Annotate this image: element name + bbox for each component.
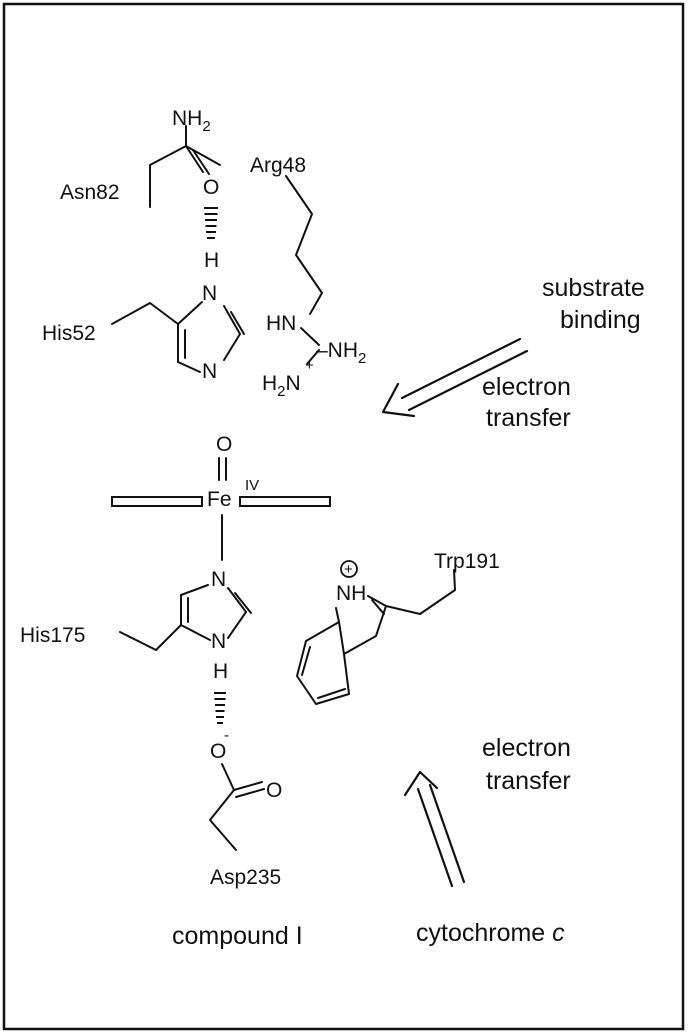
his175-n-bottom: N — [211, 630, 226, 653]
his52-label: His52 — [42, 322, 96, 345]
asn82-residue: Asn82 NH2 O — [60, 107, 221, 208]
arg48-residue: Arg48 HN –NH2 H2N + — [250, 154, 366, 400]
arg48-hn-label: HN — [266, 312, 296, 335]
his52-h-label: H — [204, 249, 219, 272]
asp235-o-minus: O — [210, 740, 226, 763]
ferryl-oxygen: O — [216, 433, 232, 456]
asn82-carbonyl-oxygen: O — [203, 176, 219, 199]
arg48-positive-charge: + — [305, 357, 314, 374]
ferryl-heme: O Fe IV — [111, 433, 331, 561]
hbond-his175-asp235 — [214, 692, 226, 724]
radical-cation-marker — [340, 560, 358, 578]
asp235-label: Asp235 — [210, 866, 281, 889]
asp235-residue: O - O Asp235 — [209, 727, 282, 889]
heme-plane-right — [239, 496, 331, 507]
arg48-label: Arg48 — [250, 154, 306, 177]
electron-transfer-label-1b: transfer — [486, 404, 571, 432]
substrate-label: substrate — [542, 274, 645, 302]
binding-label: binding — [560, 306, 641, 334]
arg48-h2n-left: H2N — [262, 372, 301, 400]
his175-n-top: N — [211, 568, 226, 591]
his175-h-label: H — [213, 660, 228, 683]
radical-cation-sign: + — [344, 561, 353, 578]
his175-residue: His175 N N H — [20, 568, 252, 683]
electron-transfer-label-1a: electron — [482, 373, 571, 401]
electron-transfer-label-2b: transfer — [486, 767, 571, 795]
asp235-negative-charge: - — [224, 727, 229, 744]
cytochrome-c-caption: cytochrome c — [416, 919, 565, 947]
iron-oxidation-state: IV — [245, 477, 259, 494]
substrate-binding-arrow: substrate binding electron transfer — [381, 274, 645, 432]
asp235-carbonyl-oxygen: O — [266, 779, 282, 802]
arg48-nh2-right: –NH2 — [316, 339, 366, 367]
asn82-label: Asn82 — [60, 181, 120, 204]
trp191-residue: Trp191 + NH — [296, 550, 500, 705]
asn82-amide-nh2-label: NH2 — [172, 107, 211, 135]
his52-residue: H His52 N N — [42, 249, 245, 383]
heme-plane-left — [111, 496, 203, 507]
trp191-label: Trp191 — [434, 550, 500, 573]
iron-label: Fe — [207, 488, 232, 511]
electron-transfer-label-2a: electron — [482, 734, 571, 762]
trp191-nh-label: NH — [336, 582, 366, 605]
cytochrome-electron-transfer-arrow: electron transfer — [403, 734, 571, 888]
hbond-asn82-his52 — [204, 207, 218, 239]
his52-n-bottom: N — [202, 360, 217, 383]
compound-i-caption: compound I — [172, 922, 303, 950]
his52-n-top: N — [202, 282, 217, 305]
his175-label: His175 — [20, 624, 85, 647]
